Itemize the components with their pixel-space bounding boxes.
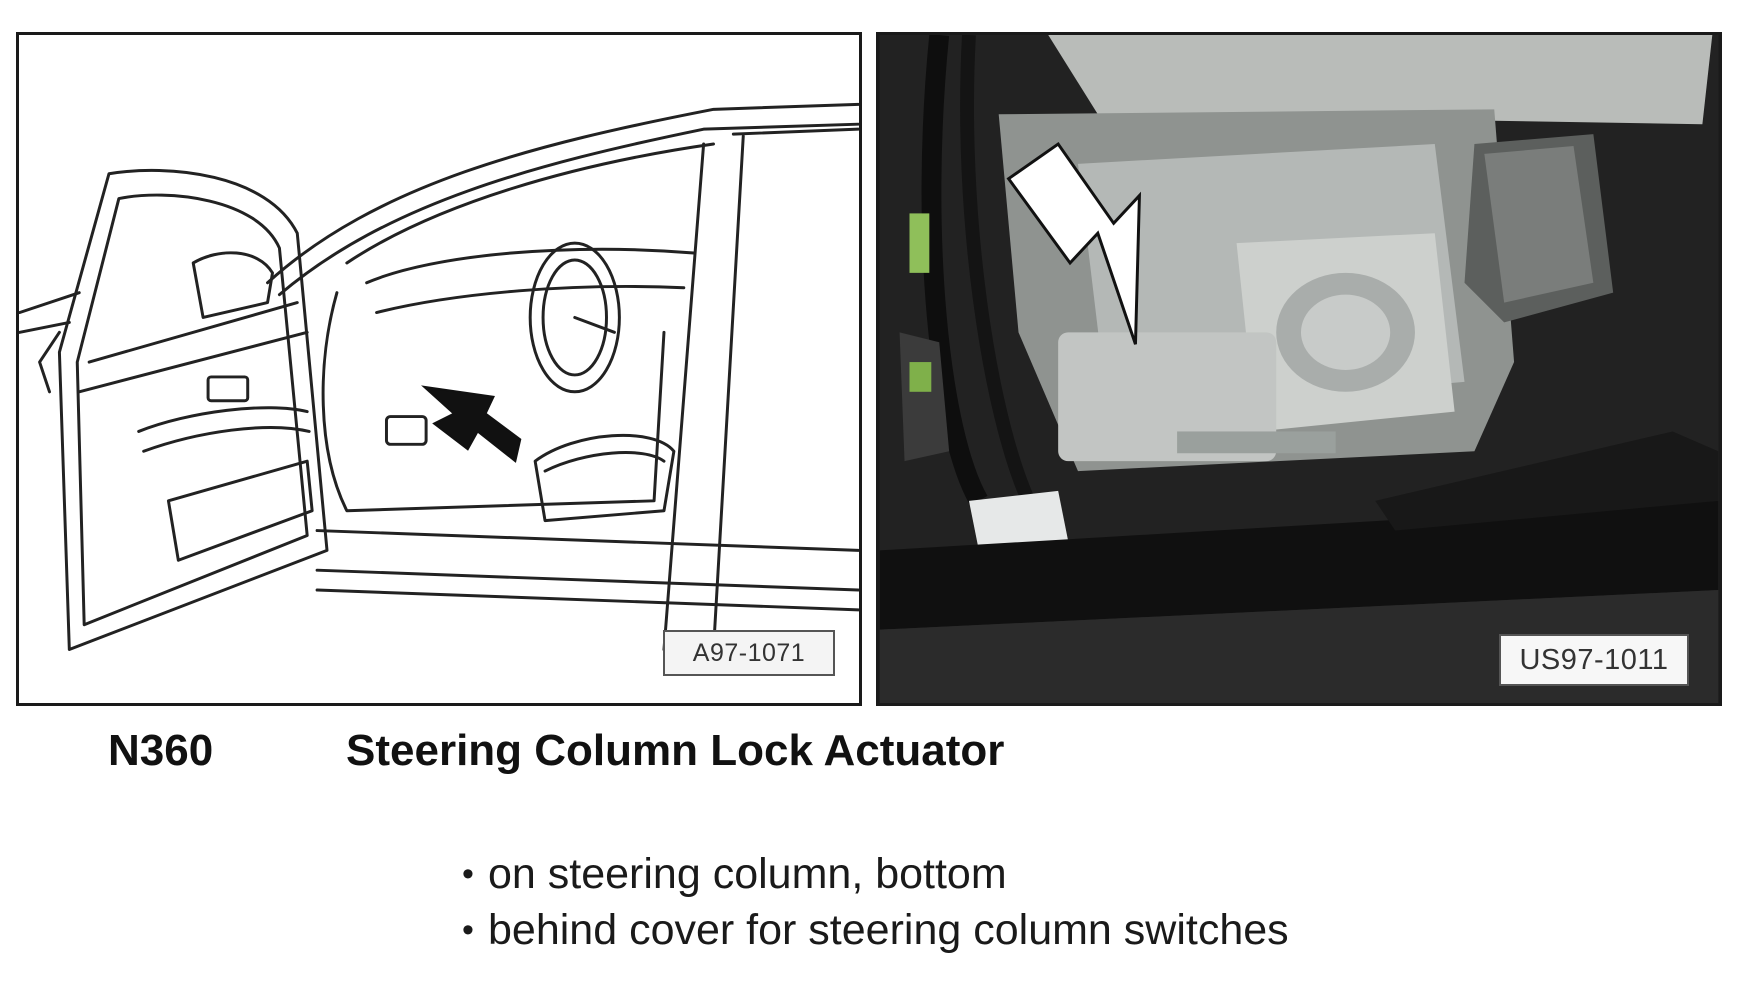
component-title: Steering Column Lock Actuator — [346, 726, 1005, 775]
list-item: • behind cover for steering column switch… — [462, 902, 1289, 958]
figure-reference-label: A97-1071 — [663, 630, 835, 676]
bullet-icon: • — [462, 911, 474, 949]
car-interior-illustration: A97-1071 — [16, 32, 862, 706]
line-drawing — [19, 102, 859, 651]
location-notes-list: • on steering column, bottom • behind cove… — [462, 846, 1289, 958]
location-note: on steering column, bottom — [488, 850, 1007, 898]
steering-column-photo: US97-1011 — [876, 32, 1722, 706]
pointer-arrow — [421, 385, 522, 463]
figure-reference-label: US97-1011 — [1499, 634, 1689, 686]
bullet-icon: • — [462, 855, 474, 893]
component-code: N360 — [108, 726, 214, 775]
list-item: • on steering column, bottom — [462, 846, 1289, 902]
location-note: behind cover for steering column switche… — [488, 906, 1289, 954]
photo-illustration — [879, 35, 1719, 703]
pointer-arrow — [1006, 141, 1142, 345]
